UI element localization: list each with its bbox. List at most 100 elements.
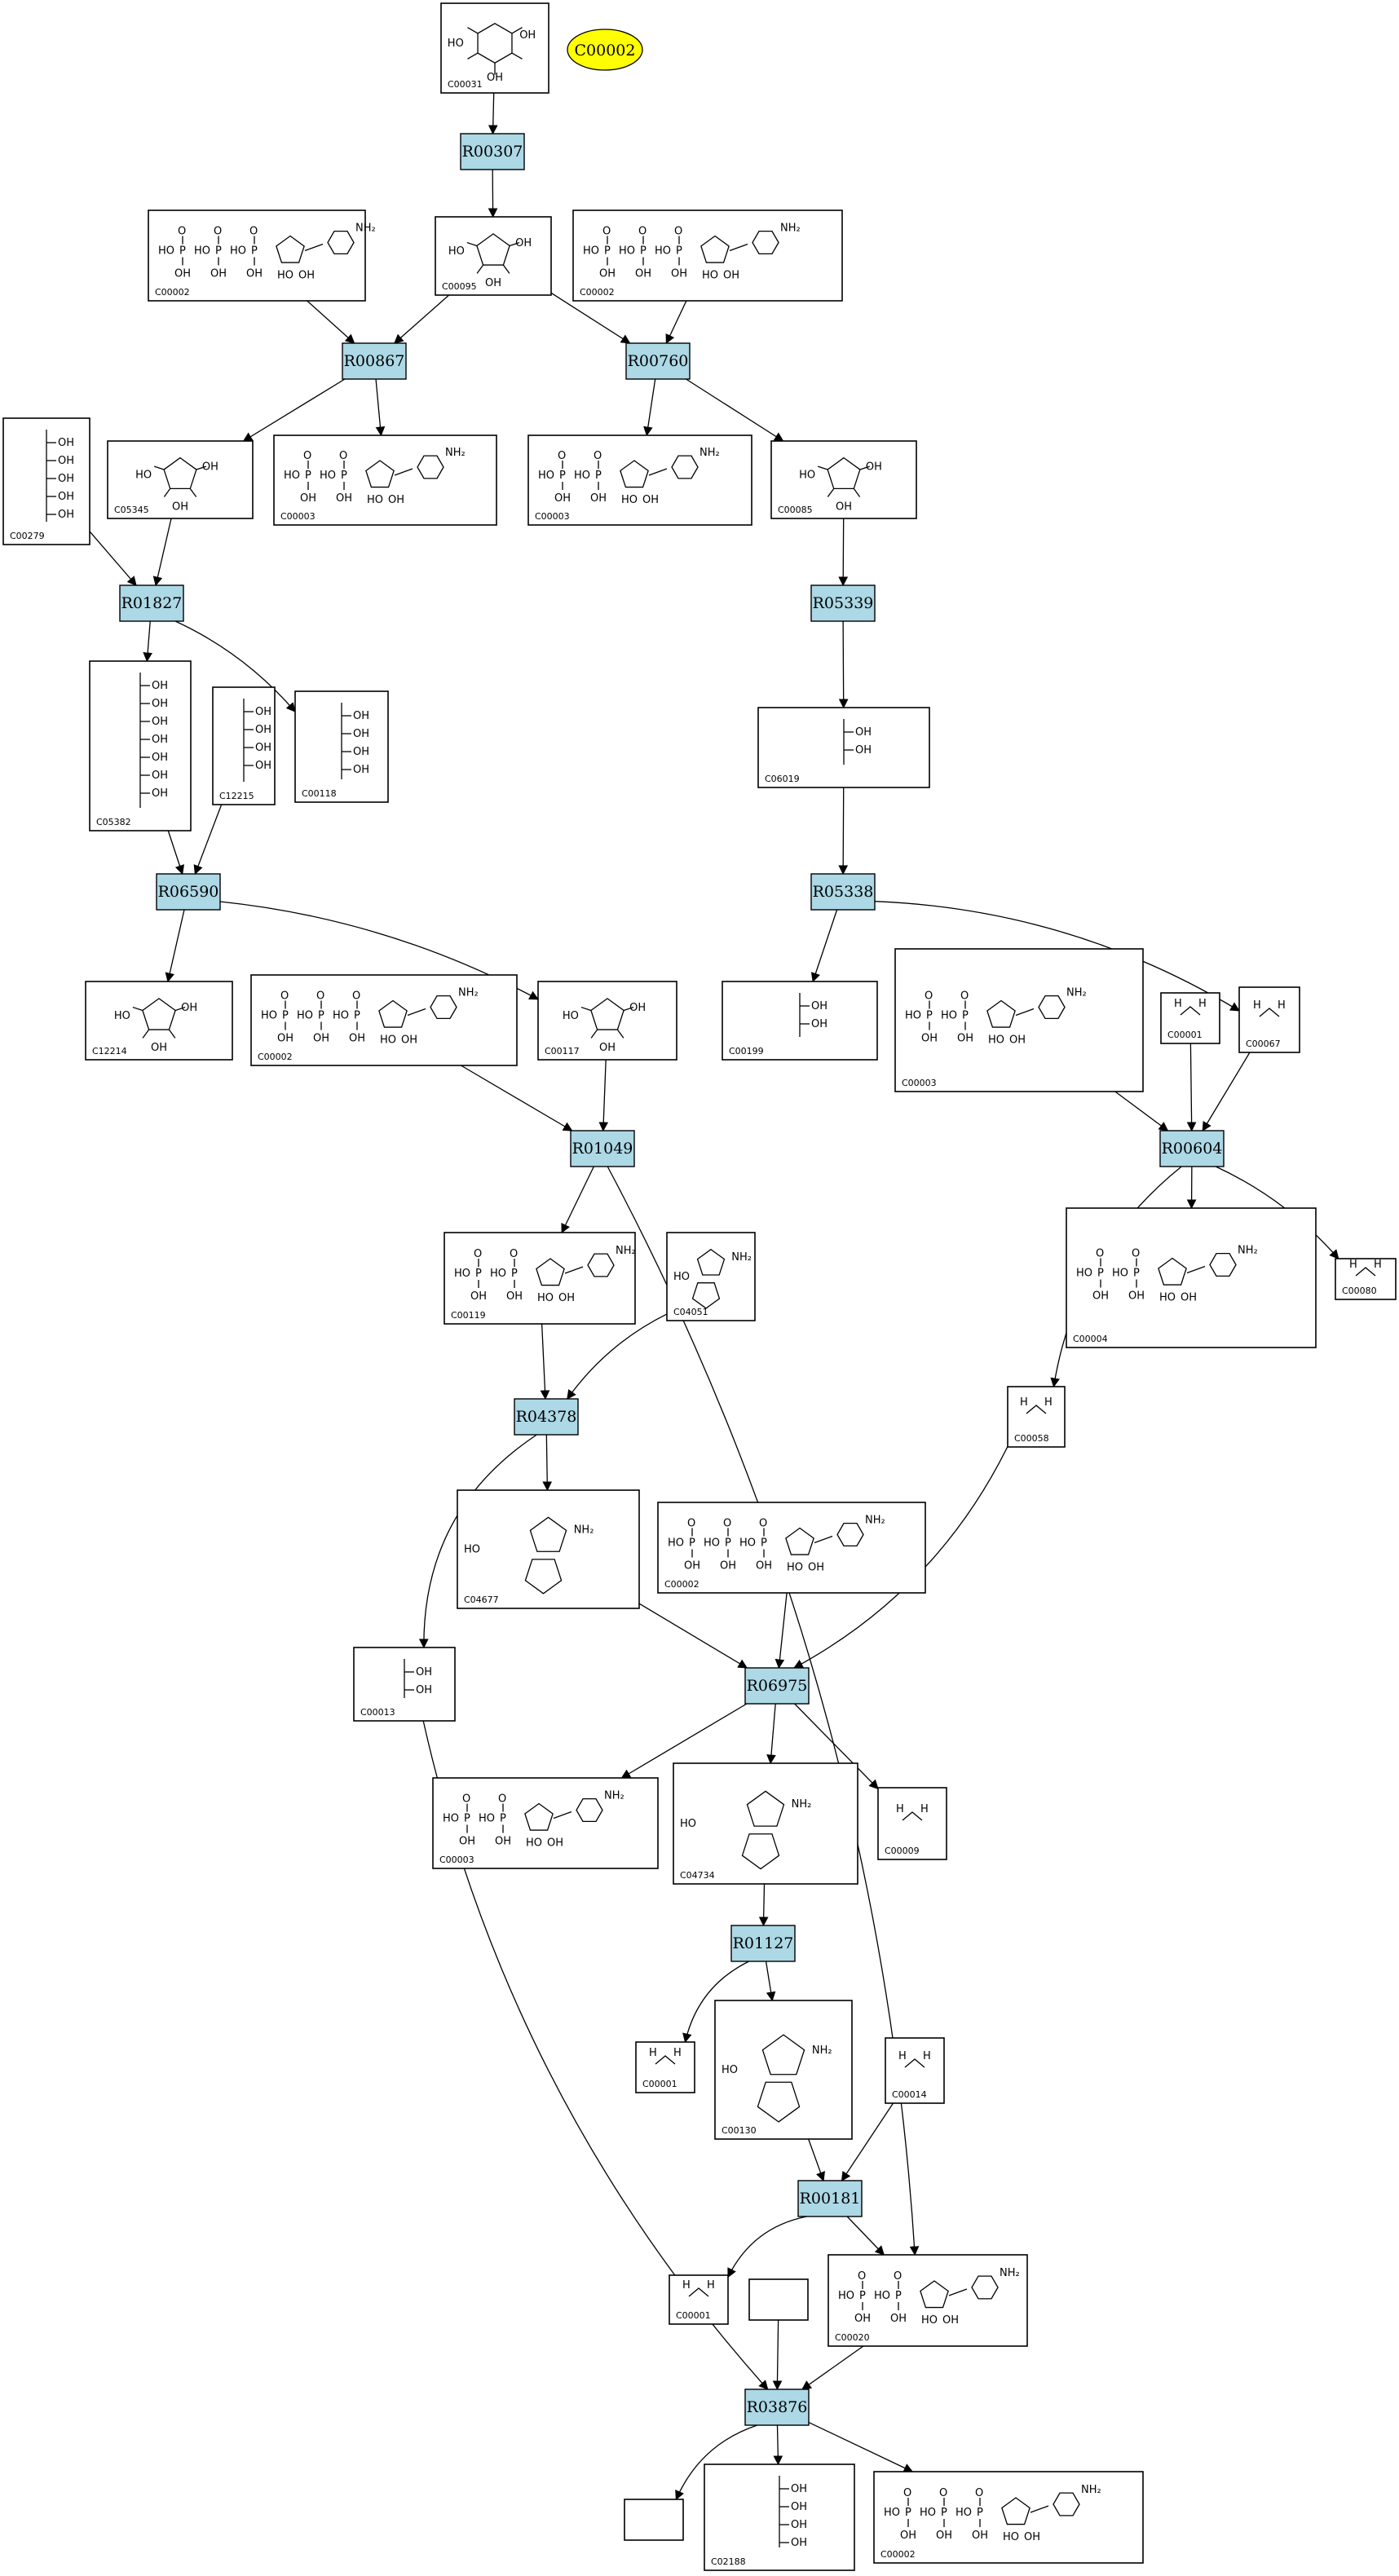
compound-box[interactable] xyxy=(1335,1258,1397,1300)
compound-box[interactable] xyxy=(873,2471,1144,2564)
compound-box[interactable] xyxy=(457,1489,640,1609)
compound-box[interactable] xyxy=(635,2041,695,2093)
reaction-node[interactable]: R05339 xyxy=(810,584,876,622)
compound-box[interactable] xyxy=(666,1232,756,1321)
reaction-box[interactable] xyxy=(744,2389,810,2426)
compound-box[interactable] xyxy=(435,216,552,296)
reaction-node[interactable]: R00181 xyxy=(797,2180,863,2217)
compound-box[interactable] xyxy=(885,2037,945,2104)
reaction-box[interactable] xyxy=(460,133,525,170)
compound-box[interactable] xyxy=(107,440,254,519)
compound-box[interactable] xyxy=(148,210,366,302)
compound-box[interactable] xyxy=(85,981,233,1061)
compound-box[interactable] xyxy=(432,1777,659,1869)
reaction-box[interactable] xyxy=(514,1398,579,1436)
reaction-box[interactable] xyxy=(797,2180,863,2217)
reaction-box[interactable] xyxy=(810,873,876,911)
reaction-node[interactable]: R00307 xyxy=(460,133,525,170)
compound-box[interactable] xyxy=(894,948,1144,1092)
reaction-box[interactable] xyxy=(342,342,407,380)
reaction-box[interactable] xyxy=(730,1925,796,1962)
reaction-box[interactable] xyxy=(625,342,691,380)
compound-box[interactable] xyxy=(657,1502,926,1594)
compound-box[interactable] xyxy=(748,2278,809,2321)
highlight-compound[interactable]: C00002 xyxy=(567,29,643,71)
reaction-box[interactable] xyxy=(1159,1130,1225,1167)
compound-box[interactable] xyxy=(624,2499,684,2541)
compound-node[interactable] xyxy=(748,2278,809,2321)
compound-box[interactable] xyxy=(770,440,917,519)
reaction-box[interactable] xyxy=(156,873,221,911)
reaction-node[interactable]: R00760 xyxy=(625,342,691,380)
reaction-node[interactable]: R04378 xyxy=(514,1398,579,1436)
reaction-node[interactable]: R00604 xyxy=(1159,1130,1225,1167)
compound-box[interactable] xyxy=(877,1787,947,1860)
compound-box[interactable] xyxy=(669,2274,729,2325)
compound-box[interactable] xyxy=(673,1762,858,1885)
compound-box[interactable] xyxy=(250,974,518,1066)
compound-box[interactable] xyxy=(1160,992,1220,1044)
compound-box[interactable] xyxy=(537,981,677,1061)
reaction-box[interactable] xyxy=(810,584,876,622)
reaction-node[interactable]: R06975 xyxy=(744,1667,810,1705)
reaction-box[interactable] xyxy=(570,1130,635,1167)
reaction-node[interactable]: R05338 xyxy=(810,873,876,911)
reaction-node[interactable]: R03876 xyxy=(744,2389,810,2426)
reaction-box[interactable] xyxy=(744,1667,810,1705)
compound-box[interactable] xyxy=(273,434,497,526)
reaction-node[interactable]: R00867 xyxy=(342,342,407,380)
compound-box[interactable] xyxy=(572,210,843,302)
compound-box[interactable] xyxy=(1238,986,1300,1053)
reaction-box[interactable] xyxy=(119,584,184,622)
compound-box[interactable] xyxy=(714,2000,853,2140)
compound-box[interactable] xyxy=(827,2254,1028,2347)
reaction-node[interactable]: R01127 xyxy=(730,1925,796,1962)
compound-box[interactable] xyxy=(1066,1207,1317,1348)
compound-box[interactable] xyxy=(440,2,549,94)
reaction-node[interactable]: R06590 xyxy=(156,873,221,911)
reaction-node[interactable]: R01049 xyxy=(570,1130,635,1167)
reaction-node[interactable]: R01827 xyxy=(119,584,184,622)
compound-node[interactable] xyxy=(624,2499,684,2541)
compound-box[interactable] xyxy=(527,434,752,526)
highlight-ellipse[interactable] xyxy=(567,29,643,71)
